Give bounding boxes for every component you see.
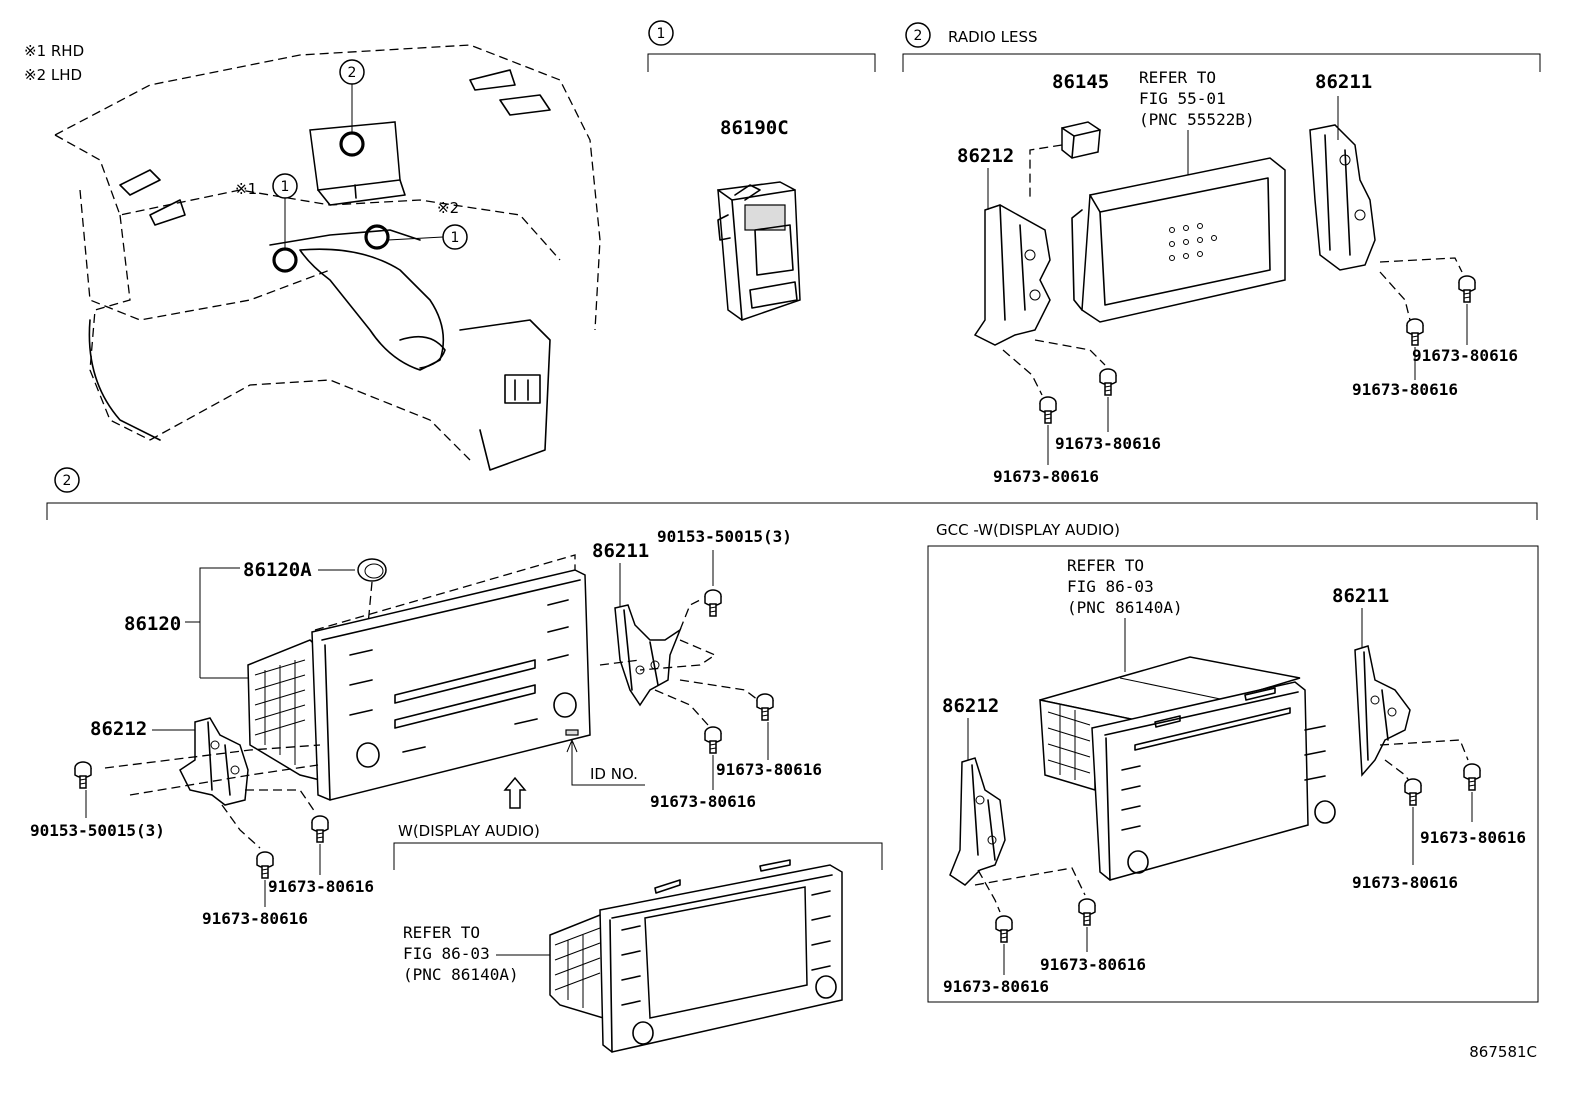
callout-1-lhd: 1 [451,230,460,246]
bolt-label-gcc-1: 91673-80616 [943,977,1049,996]
section-2-badge-bottom: 2 [63,473,72,489]
bolt-label-gcc-2: 91673-80616 [1040,955,1146,974]
section-title-gcc: GCC -W(DISPLAY AUDIO) [936,521,1120,539]
section-1: 1 86190C [647,20,876,321]
label-86212-gcc: 86212 [942,695,999,717]
pnc-86140A-gcc: (PNC 86140A) [1067,598,1183,617]
audio-unit-86120: 86120A 86120 [124,554,645,809]
gcc-disc-slot [1134,707,1291,751]
dashboard-overview: 2 1 ※1 1 ※2 [54,44,601,471]
label-86211-top: 86211 [1315,71,1372,93]
bracket-86212-radio-less [973,168,1051,346]
bolt-label-gcc-4: 91673-80616 [1420,828,1526,847]
mark-2: ※2 [437,199,459,217]
bracket-86212-main: 86212 [90,717,321,849]
bolt-label-main-2: 91673-80616 [268,877,374,896]
pnc-55522B: (PNC 55522B) [1139,110,1255,129]
label-86120A: 86120A [243,559,312,581]
bolt-label-rl-3: 91673-80616 [1352,380,1458,399]
location-marker-1-rhd [272,247,298,273]
label-86190C: 86190C [720,117,789,139]
callout-1-rhd: 1 [281,179,290,195]
bolt-label-gcc-3: 91673-80616 [1352,873,1458,892]
label-86212-top: 86212 [957,145,1014,167]
callout-2-top: 2 [348,65,357,81]
vent-grid [254,659,306,765]
section-gcc-display-audio: GCC -W(DISPLAY AUDIO) REFER TO FIG 86-03… [927,521,1539,1003]
label-86211-main: 86211 [592,540,649,562]
refer-to-86-gcc: REFER TO [1067,556,1144,575]
bracket-86211-main: 86211 90153-50015(3) [592,527,792,726]
section-2-bottom: 2 [46,467,1538,520]
panel-dots [1169,223,1217,261]
label-86145: 86145 [1052,71,1109,93]
location-marker-1-lhd [364,224,390,250]
faceplate-buttons [349,599,569,753]
knob-right [553,692,577,718]
pnc-86140A-w: (PNC 86140A) [403,965,519,984]
label-86211-gcc: 86211 [1332,585,1389,607]
bolt-label-main-4: 91673-80616 [650,792,756,811]
bolt-label-rl-1: 91673-80616 [993,467,1099,486]
refer-to-55: REFER TO [1139,68,1216,87]
pocket-panel [1071,157,1286,323]
bolt-label-main-3: 91673-80616 [716,760,822,779]
section-2-badge-top: 2 [914,28,923,44]
fig-86-03-gcc: FIG 86-03 [1067,577,1154,596]
touchscreen-w [644,886,808,1019]
note-rhd: ※1 RHD [24,42,84,60]
section-2-radio-less: 2 RADIO LESS 86145 REFER TO FIG 55-01 (P… [902,22,1541,486]
bolt-label-rl-4: 91673-80616 [1412,346,1518,365]
bolt-label-90153-right: 90153-50015(3) [657,527,792,546]
label-id-no: ID NO. [590,765,638,783]
knob-left [356,742,380,768]
fig-86-03-w: FIG 86-03 [403,944,490,963]
knob-86120A [357,558,387,582]
mark-1: ※1 [235,180,257,198]
note-lhd: ※2 LHD [24,66,82,84]
bolt-label-main-1: 91673-80616 [202,909,308,928]
bolt-label-rl-2: 91673-80616 [1055,434,1161,453]
section-1-badge: 1 [657,26,666,42]
fig-55-01: FIG 55-01 [1139,89,1226,108]
bolt-label-90153-left: 90153-50015(3) [30,821,165,840]
front-arrow [503,776,527,809]
label-86212-main: 86212 [90,718,147,740]
section-title-display-audio-w: W(DISPLAY AUDIO) [398,822,540,840]
illustration-id: 867581C [1469,1043,1537,1061]
label-86120: 86120 [124,613,181,635]
switch-86190C [717,181,801,321]
section-display-audio-w: W(DISPLAY AUDIO) REFER TO FIG 86-03 (PNC… [393,822,883,1053]
relay-86145 [1029,121,1101,200]
refer-to-86-w: REFER TO [403,923,480,942]
section-title-radio-less: RADIO LESS [948,28,1038,46]
bracket-86211-radio-less [1309,96,1376,271]
